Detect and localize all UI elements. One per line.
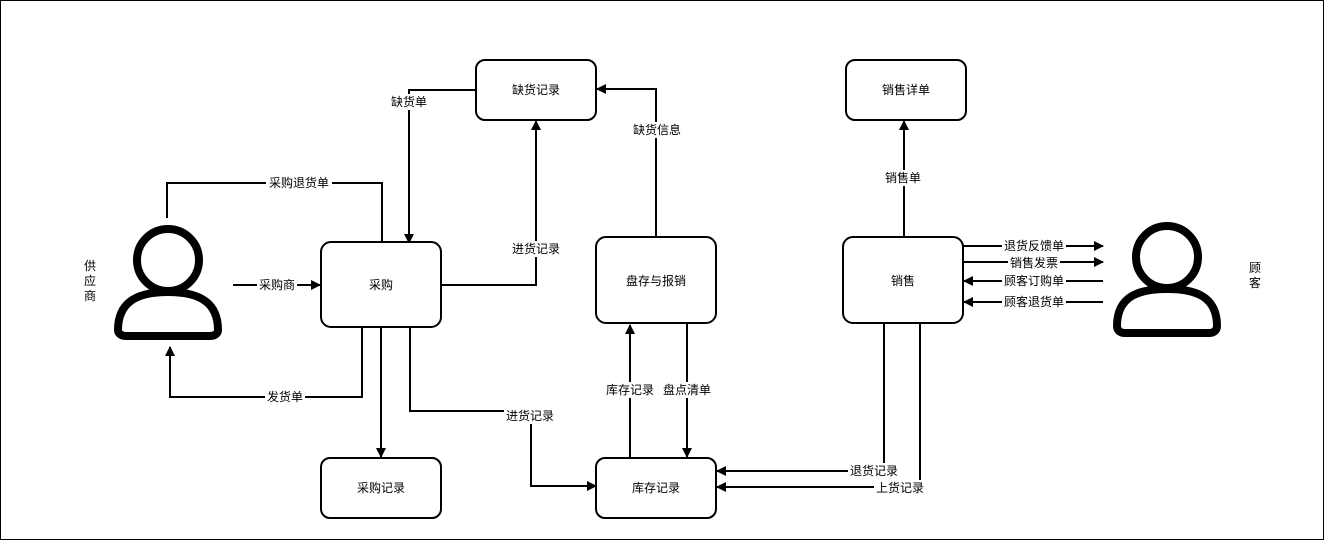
node-purchase-record-label: 采购记录 <box>357 480 405 495</box>
supplier-label-char-3: 商 <box>84 288 96 303</box>
node-purchase-record: 采购记录 <box>320 457 442 519</box>
node-sales: 销售 <box>842 236 964 324</box>
label-return-record: 退货记录 <box>850 463 898 478</box>
supplier-label-char-2: 应 <box>84 273 96 288</box>
edge-purchase-to-shortage <box>441 120 541 286</box>
node-stock-record-label: 库存记录 <box>632 480 680 495</box>
label-purchase-supplier: 采购商 <box>259 277 295 292</box>
node-inventory-writeoff: 盘存与报销 <box>595 236 717 324</box>
node-sales-label: 销售 <box>891 273 915 288</box>
label-customer-order: 顾客订购单 <box>1004 273 1064 288</box>
node-sales-detail-label: 销售详单 <box>882 82 930 97</box>
edge-labels: 缺货单 采购退货单 采购商 发货单 进货记录 进货记录 缺货信息 库存记录 盘点… <box>257 94 1066 496</box>
supplier-label: 供应商 <box>84 259 96 303</box>
supplier-label-char-1: 供 <box>84 259 96 273</box>
edge-sales-return-to-stock <box>716 324 885 476</box>
edge-inventory-to-shortage <box>596 84 657 237</box>
label-purchase-return-order: 采购退货单 <box>269 175 329 190</box>
label-sales-order: 销售单 <box>885 170 921 185</box>
label-inventory-record: 库存记录 <box>606 382 654 397</box>
node-purchase: 采购 <box>320 241 442 328</box>
edge-purchase-return <box>166 182 383 242</box>
edge-sales-shelving-to-stock <box>716 324 921 492</box>
label-sales-invoice: 销售发票 <box>1010 255 1058 270</box>
node-inventory-writeoff-label: 盘存与报销 <box>626 273 686 288</box>
label-stocktake-list: 盘点清单 <box>663 382 711 397</box>
label-customer-return: 顾客退货单 <box>1004 294 1064 309</box>
supplier-actor-icon <box>113 225 223 340</box>
label-stock-in-record-bottom: 进货记录 <box>506 408 554 423</box>
label-stock-in-record-top: 进货记录 <box>512 241 560 256</box>
node-shortage-record-label: 缺货记录 <box>512 82 560 97</box>
node-stock-record: 库存记录 <box>595 457 717 519</box>
label-return-feedback: 退货反馈单 <box>1004 238 1064 253</box>
customer-label-char-1: 顾 <box>1249 261 1261 275</box>
edge-shortage-to-purchase <box>404 89 476 244</box>
customer-actor-icon <box>1112 222 1222 337</box>
customer-label-char-2: 客 <box>1249 275 1261 290</box>
customer-label: 顾客 <box>1249 261 1261 290</box>
label-shortage-order: 缺货单 <box>391 94 427 109</box>
node-sales-detail: 销售详单 <box>845 59 967 121</box>
label-shelving-record: 上货记录 <box>876 480 924 495</box>
label-delivery-note: 发货单 <box>267 389 303 404</box>
label-shortage-info: 缺货信息 <box>633 122 681 137</box>
node-shortage-record: 缺货记录 <box>475 59 597 121</box>
node-purchase-label: 采购 <box>369 277 393 292</box>
